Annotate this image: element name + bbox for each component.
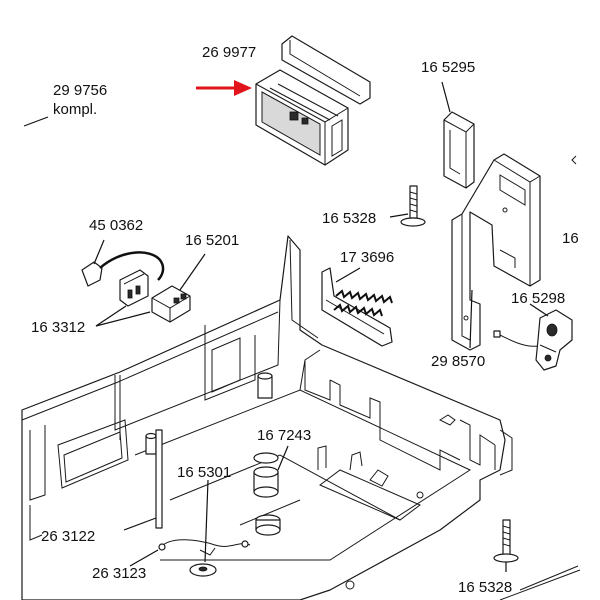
label-cable-harness: 45 0362 bbox=[89, 217, 143, 234]
label-connector: 16 5201 bbox=[185, 232, 239, 249]
mounting-plate-part bbox=[451, 153, 577, 351]
part-labels: 29 9756 kompl. 26 9977 16 5295 16 5328 4… bbox=[31, 44, 579, 596]
leader-lines bbox=[23, 81, 549, 572]
label-screw-bottom: 16 5328 bbox=[458, 579, 512, 596]
label-washer: 16 5301 bbox=[177, 464, 231, 481]
spring-part bbox=[321, 267, 393, 347]
screw-top-part bbox=[400, 185, 426, 227]
label-wire-clip: 26 3123 bbox=[92, 565, 146, 582]
label-main-assembly-note: kompl. bbox=[53, 101, 97, 118]
bracket-part bbox=[443, 111, 475, 189]
label-partial-edge: 16 bbox=[562, 230, 579, 247]
tray-post-left bbox=[257, 372, 273, 399]
screw-bottom-part bbox=[493, 519, 519, 563]
washer-part bbox=[189, 563, 217, 577]
bushing-stack-part bbox=[253, 452, 281, 536]
label-sensor: 16 5298 bbox=[511, 290, 565, 307]
label-plug-pair: 16 3312 bbox=[31, 319, 85, 336]
base-tray bbox=[21, 235, 581, 600]
label-screw-top: 16 5328 bbox=[322, 210, 376, 227]
label-control-module: 26 9977 bbox=[202, 44, 256, 61]
cable-harness-part bbox=[81, 251, 165, 307]
tray-post-right bbox=[145, 432, 157, 455]
label-bushing-stack: 16 7243 bbox=[257, 427, 311, 444]
sensor-part bbox=[493, 309, 573, 371]
label-main-assembly: 29 9756 bbox=[53, 82, 107, 99]
connector-part bbox=[151, 285, 191, 323]
control-module-part bbox=[255, 35, 371, 166]
label-spring: 17 3696 bbox=[340, 249, 394, 266]
label-bracket-top: 16 5295 bbox=[421, 59, 475, 76]
red-arrow-icon bbox=[196, 80, 252, 96]
label-mounting-plate: 29 8570 bbox=[431, 353, 485, 370]
label-rod: 26 3122 bbox=[41, 528, 95, 545]
rod-part bbox=[155, 429, 163, 529]
wire-clip-part bbox=[158, 539, 251, 556]
